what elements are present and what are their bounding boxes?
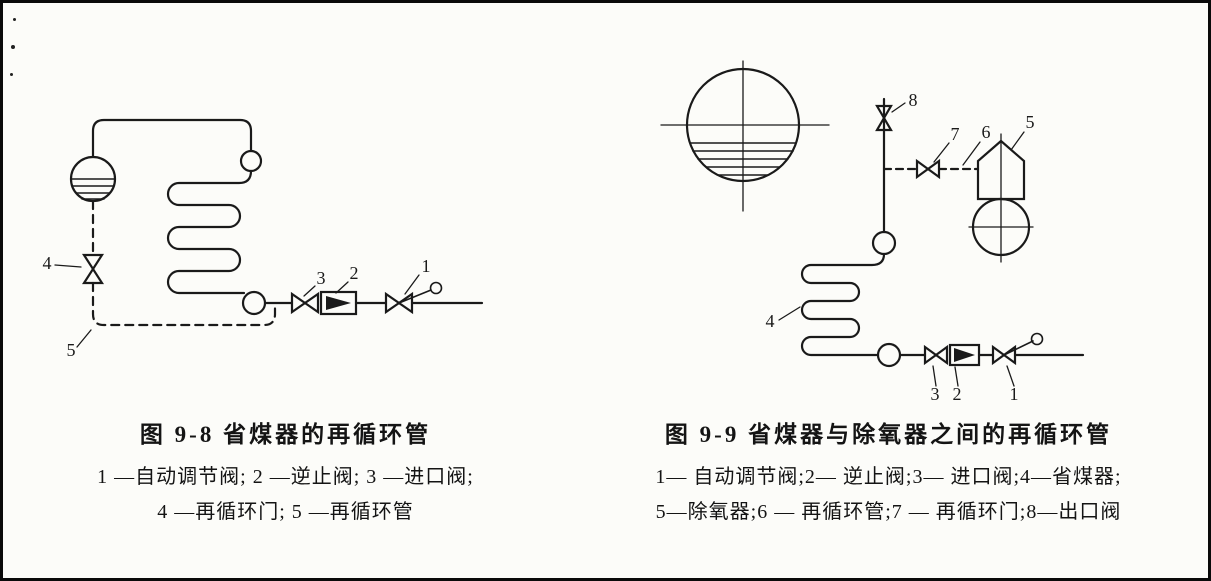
figure-9-8-caption-block: 图 9-8 省煤器的再循环管 1 —自动调节阀; 2 —逆止阀; 3 —进口阀;… <box>3 415 568 530</box>
callout-3: 3 <box>931 384 940 404</box>
scan-speck <box>13 18 16 21</box>
deaerator-head-5 <box>968 133 1034 263</box>
diagram-economizer-recirculation: 3 2 1 4 5 <box>43 118 484 360</box>
recirculation-valve-4 <box>81 253 105 285</box>
callout-3: 3 <box>317 268 326 288</box>
scan-speck <box>10 73 13 76</box>
inlet-valve-3 <box>290 291 320 315</box>
callout-5: 5 <box>67 340 76 360</box>
callout-1: 1 <box>422 256 431 276</box>
callout-4: 4 <box>43 253 52 273</box>
callout-7: 7 <box>951 124 960 144</box>
drum-to-coil-pipe <box>91 118 253 159</box>
actuator-circle <box>1030 332 1044 346</box>
outlet-valve-8 <box>875 104 893 132</box>
figure-9-9-legend-line-2: 5—除氧器;6 — 再循环管;7 — 再循环门;8—出口阀 <box>655 501 1122 523</box>
figure-9-9-legend-line-1: 1— 自动调节阀;2— 逆止阀;3— 进口阀;4—省煤器; <box>655 466 1122 488</box>
actuator-circle <box>429 281 443 295</box>
scan-speck <box>11 45 15 49</box>
auto-regulating-valve-1 <box>384 281 443 315</box>
steam-drum <box>69 155 117 203</box>
callout-4: 4 <box>766 311 775 331</box>
deaerator-tank <box>660 60 830 212</box>
callout-2: 2 <box>953 384 962 404</box>
figure-9-9-caption-block: 图 9-9 省煤器与除氧器之间的再循环管 1— 自动调节阀;2— 逆止阀;3— … <box>586 415 1191 530</box>
callout-8: 8 <box>909 90 918 110</box>
figure-9-9-title: 图 9-9 省煤器与除氧器之间的再循环管 <box>664 422 1113 447</box>
check-valve-2 <box>319 290 358 316</box>
callout-5: 5 <box>1026 112 1035 132</box>
tank-centerlines <box>660 60 830 212</box>
economizer-coil <box>166 169 253 295</box>
figure-9-8-title: 图 9-8 省煤器的再循环管 <box>139 422 432 447</box>
diagram-economizer-deaerator-recirculation: 8 7 6 5 4 3 2 1 <box>660 60 1085 404</box>
coil-outlet-header <box>876 342 902 368</box>
recirculation-pipe-5 <box>91 199 277 327</box>
coil-outlet-header <box>241 290 267 316</box>
figure-9-8-legend-line-2: 4 —再循环门; 5 —再循环管 <box>157 501 414 523</box>
figure-9-8-legend-line-1: 1 —自动调节阀; 2 —逆止阀; 3 —进口阀; <box>97 466 474 488</box>
water-level-hatching <box>689 142 797 176</box>
coil-inlet-header <box>239 149 263 173</box>
leader-lines <box>54 264 420 348</box>
callout-6: 6 <box>982 122 991 142</box>
coil-inlet-header <box>871 230 897 256</box>
water-level-hatching <box>70 178 116 200</box>
head-centerlines <box>968 133 1034 263</box>
auto-regulating-valve-1 <box>991 332 1044 366</box>
inlet-valve-3 <box>923 344 949 366</box>
callout-2: 2 <box>350 263 359 283</box>
leader-lines <box>778 102 1025 387</box>
economizer-coil-4 <box>800 252 886 357</box>
check-valve-2 <box>948 343 981 367</box>
callout-1: 1 <box>1010 384 1019 404</box>
recirculation-valve-7 <box>915 158 941 180</box>
